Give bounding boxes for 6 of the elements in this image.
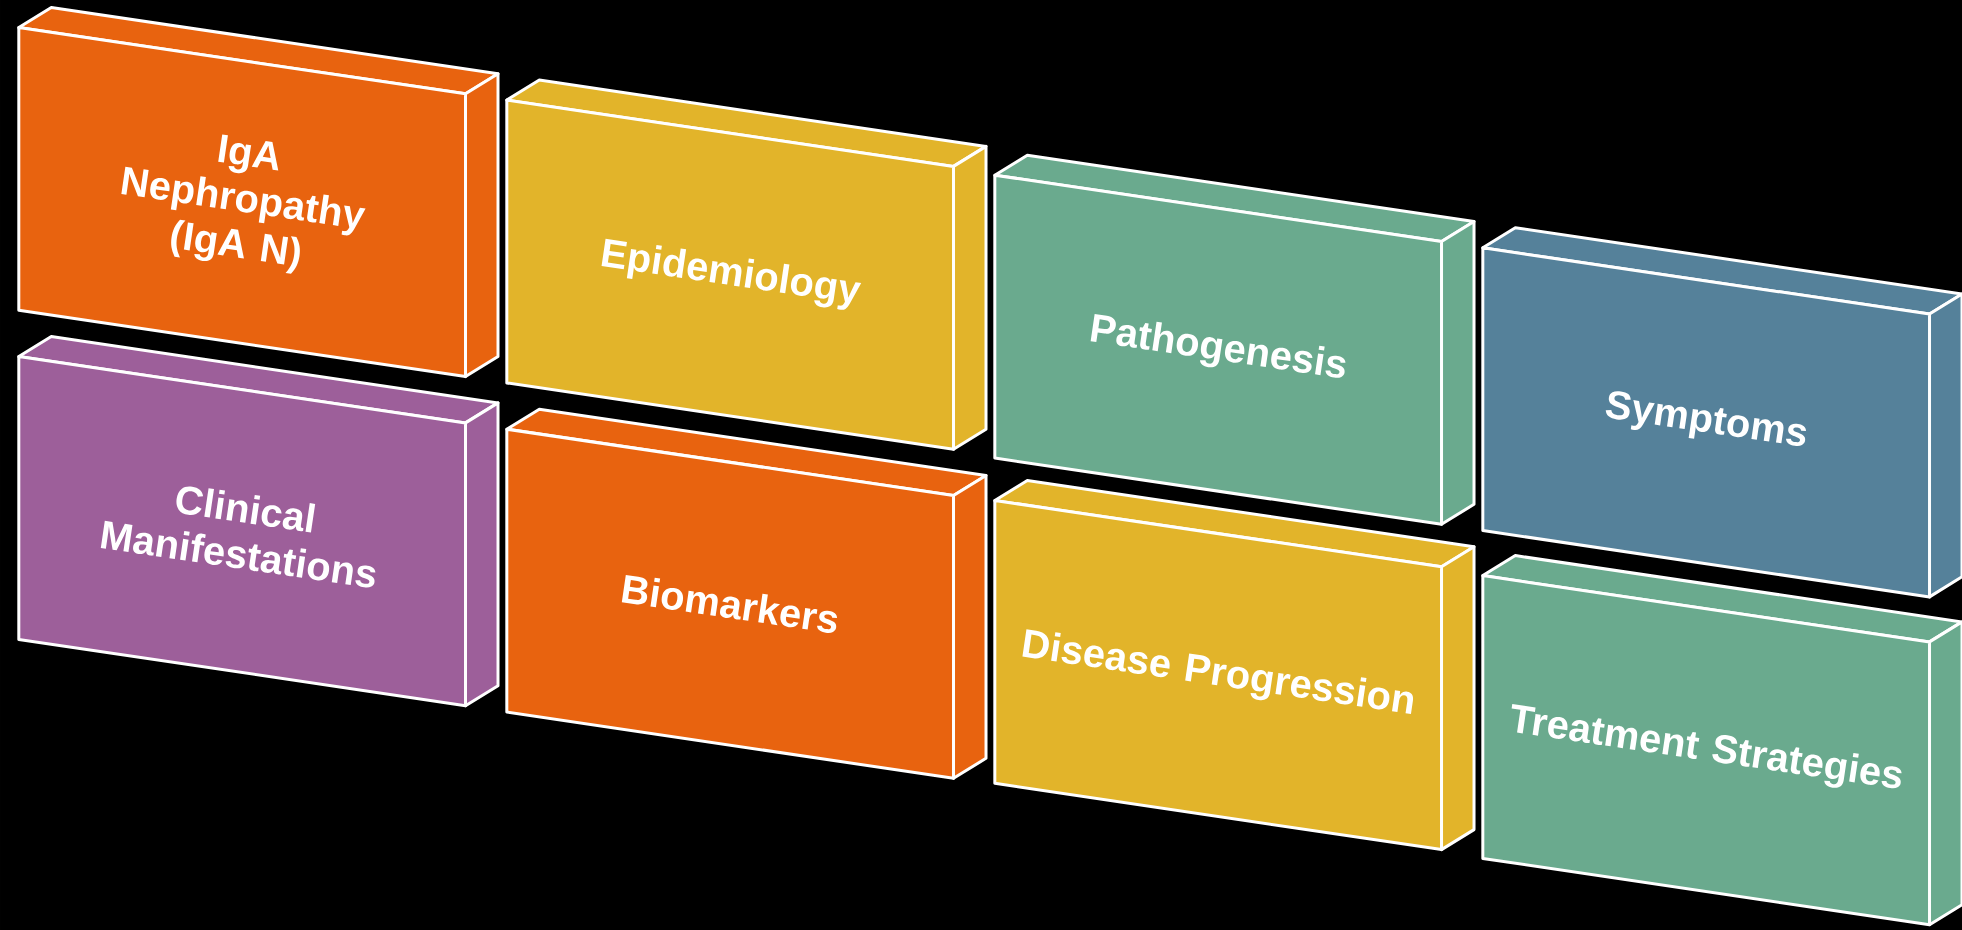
block-box: Symptoms [1481,226,1962,599]
block-box: Biomarkers [505,407,988,780]
block-box: Pathogenesis [993,153,1476,526]
block-box: Treatment Strategies [1481,554,1962,927]
block-box: Disease Progression [993,479,1476,852]
block-box: Clinical Manifestations [17,335,500,708]
